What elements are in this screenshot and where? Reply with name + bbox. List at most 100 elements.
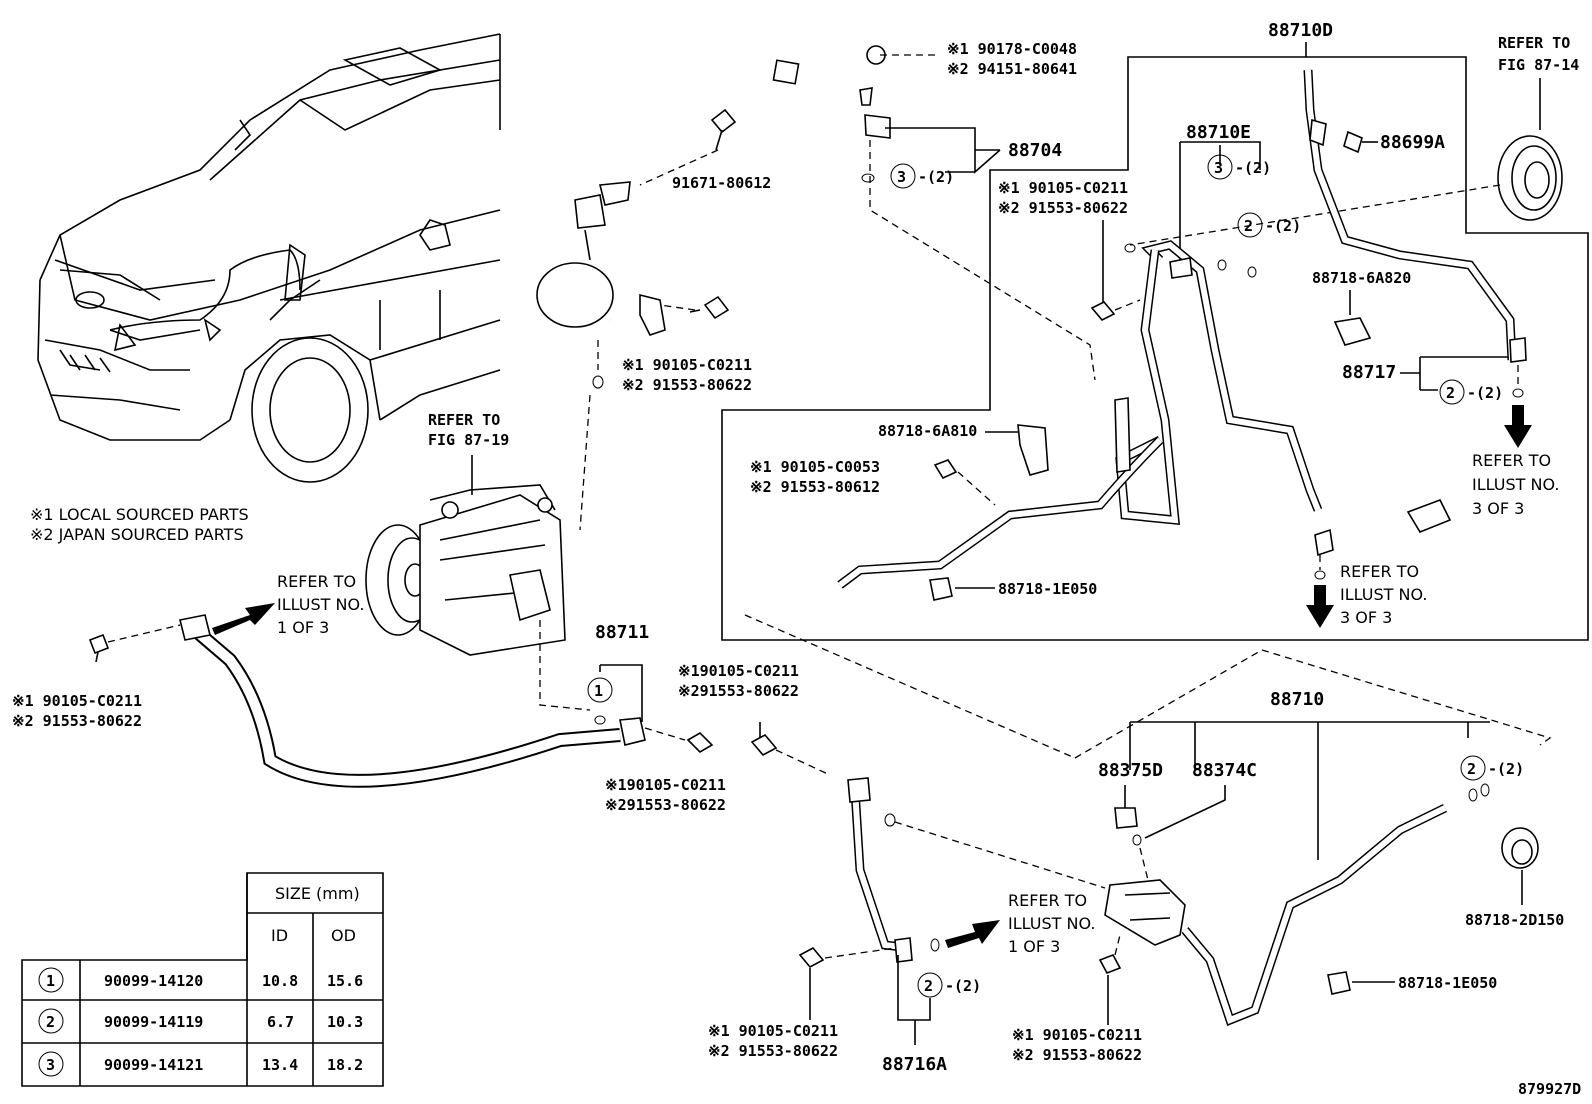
- svg-text:1: 1: [46, 972, 55, 990]
- bolt-icon: [798, 946, 825, 969]
- svg-text:6.7: 6.7: [267, 1013, 294, 1031]
- refer-illust-3b-l2: ILLUST NO.: [1340, 585, 1427, 604]
- legend-local: ※1 LOCAL SOURCED PARTS: [30, 505, 249, 524]
- bolt-icon: [1090, 301, 1116, 321]
- callout-88717: 88717: [1342, 362, 1396, 383]
- inset-pipes: [837, 69, 1527, 589]
- callout-88704: 88704: [1008, 140, 1062, 161]
- svg-text:3: 3: [46, 1056, 55, 1074]
- bolt-icon: [750, 733, 778, 757]
- o-ring-symbol-2: [1460, 755, 1486, 781]
- bracket-icon: [1406, 498, 1452, 533]
- svg-text:-(2): -(2): [1488, 760, 1524, 778]
- callout-88710D: 88710D: [1268, 20, 1333, 41]
- o-ring-icon: [861, 173, 875, 183]
- bolt-bl-l2: ※2 91553-80622: [708, 1042, 838, 1060]
- arrow-down-icon: [1306, 585, 1334, 628]
- callout-88718-1E050-b: 88718-1E050: [1398, 974, 1497, 992]
- refer-fig-87-14-l1: REFER TO: [1498, 34, 1570, 52]
- o-ring-symbol-3: [890, 163, 916, 189]
- bolt-icon: [933, 459, 958, 480]
- callout-88710: 88710: [1270, 689, 1324, 710]
- discharge-hose: [179, 614, 646, 788]
- qty-label: -(2): [918, 168, 954, 186]
- svg-text:90099-14121: 90099-14121: [104, 1056, 203, 1074]
- svg-text:13.4: 13.4: [262, 1056, 298, 1074]
- o-ring-icon: [592, 375, 604, 389]
- o-ring-symbol-2: [1439, 379, 1465, 405]
- pressure-switch: [1501, 827, 1539, 869]
- o-ring-symbol-2: [1237, 212, 1263, 238]
- legend-japan: ※2 JAPAN SOURCED PARTS: [30, 525, 244, 544]
- bolt-bl-l1: ※1 90105-C0211: [708, 1022, 838, 1040]
- table-size-header: SIZE (mm): [275, 884, 360, 903]
- refer-fig-87-14-l2: FIG 87-14: [1498, 56, 1579, 74]
- refer-illust-1a-l1: REFER TO: [277, 572, 356, 591]
- clamp-icon: [1333, 317, 1372, 346]
- refer-illust-1a-l3: 1 OF 3: [277, 618, 329, 637]
- callout-88375D: 88375D: [1098, 760, 1163, 781]
- refer-illust-3a-l2: ILLUST NO.: [1472, 475, 1559, 494]
- callout-88710E: 88710E: [1186, 122, 1251, 143]
- svg-text:90099-14119: 90099-14119: [104, 1013, 203, 1031]
- refer-fig-87-19-l2: FIG 87-19: [428, 431, 509, 449]
- grommet: [1497, 135, 1563, 221]
- svg-text:1: 1: [594, 682, 603, 700]
- refer-illust-1b-l1: REFER TO: [1008, 891, 1087, 910]
- bolt-left-l2: ※2 91553-80622: [12, 712, 142, 730]
- bolt-c2-l2: ※291553-80622: [678, 682, 799, 700]
- callout-88374C: 88374C: [1192, 760, 1257, 781]
- clip-icon: [929, 577, 953, 601]
- cap-icon: [1114, 807, 1138, 829]
- refer-illust-1b-l2: ILLUST NO.: [1008, 914, 1095, 933]
- svg-text:-(2): -(2): [1235, 159, 1271, 177]
- table-row: 3 90099-14121 13.4 18.2: [38, 1051, 363, 1077]
- valve-core-icon: [1343, 130, 1363, 154]
- o-ring-symbol-2: [917, 972, 943, 998]
- bolt-comp-l2: ※2 91553-80622: [998, 199, 1128, 217]
- bolt-icon: [88, 633, 110, 655]
- refer-fig-87-19-l1: REFER TO: [428, 411, 500, 429]
- svg-text:2: 2: [46, 1013, 55, 1031]
- bolt-icon: [710, 108, 737, 134]
- bolt-c2-l1: ※190105-C0211: [678, 662, 799, 680]
- svg-text:-(2): -(2): [945, 977, 981, 995]
- svg-text:-(2): -(2): [1265, 217, 1301, 235]
- table-id-header: ID: [271, 926, 288, 945]
- o-ring-size-table: SIZE (mm) ID OD 1 90099-14120 10.8 15.6 …: [21, 872, 384, 1087]
- svg-text:90099-14120: 90099-14120: [104, 972, 203, 990]
- bracket-icon: [1017, 424, 1049, 476]
- svg-text:15.6: 15.6: [327, 972, 363, 990]
- refer-illust-1b-l3: 1 OF 3: [1008, 937, 1060, 956]
- refer-illust-3a-l3: 3 OF 3: [1472, 499, 1524, 518]
- refer-illust-3a-l1: REFER TO: [1472, 451, 1551, 470]
- bolt-53-l1: ※1 90105-C0053: [750, 458, 880, 476]
- figure-id: 879927D: [1518, 1080, 1581, 1098]
- bolt-comp-l1: ※1 90105-C0211: [998, 179, 1128, 197]
- svg-text:3: 3: [897, 168, 906, 186]
- bolt-top-l2: ※2 94151-80641: [947, 60, 1077, 78]
- svg-text:18.2: 18.2: [327, 1056, 363, 1074]
- bolt-br-l1: ※1 90105-C0211: [1012, 1026, 1142, 1044]
- o-ring-symbol-3: [1207, 154, 1233, 180]
- svg-text:-(2): -(2): [1467, 384, 1503, 402]
- arrow-icon: [212, 603, 275, 635]
- refer-illust-3b-l3: 3 OF 3: [1340, 608, 1392, 627]
- refer-illust-3b-l1: REFER TO: [1340, 562, 1419, 581]
- compressor: [365, 484, 566, 656]
- svg-text:3: 3: [1214, 159, 1223, 177]
- arrow-down-icon: [1504, 405, 1532, 448]
- callout-88699A: 88699A: [1380, 132, 1445, 153]
- clip-icon: [1327, 971, 1351, 995]
- svg-text:2: 2: [1244, 217, 1253, 235]
- bolt-top-l1: ※1 90178-C0048: [947, 40, 1077, 58]
- table-od-header: OD: [331, 926, 356, 945]
- arrow-icon: [945, 920, 1000, 948]
- table-row: 1 90099-14120 10.8 15.6: [38, 967, 363, 993]
- bolt-icon: [686, 731, 714, 754]
- callout-88718-2D150: 88718-2D150: [1465, 911, 1564, 929]
- bolt-c1-l2: ※291553-80622: [605, 796, 726, 814]
- liquid-tube: [847, 777, 1447, 1026]
- bolt-c1-l1: ※190105-C0211: [605, 776, 726, 794]
